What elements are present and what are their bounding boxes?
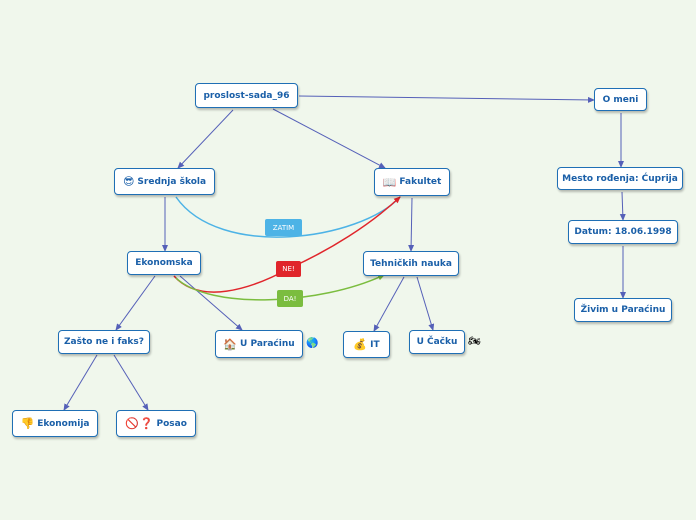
edge-ekonomska-paracin <box>179 275 243 331</box>
node-srednja-label: Srednja škola <box>137 176 207 187</box>
node-ekonomska[interactable]: Ekonomska <box>127 251 201 275</box>
node-root-label: proslost-sada_96 <box>203 90 290 101</box>
globe-icon: 🌎 <box>306 338 319 349</box>
edge-root-omeni <box>298 95 595 103</box>
edge-tehnickih-it <box>373 276 405 332</box>
node-datum-label: Datum: 18.06.1998 <box>574 227 672 237</box>
node-posao-label: Posao <box>156 418 187 429</box>
question-icon: ❓ <box>139 417 154 430</box>
edge-mesto-datum <box>619 191 626 221</box>
edge-zasto-ekonomija <box>63 354 98 411</box>
edge-fakultet-tehnickih <box>408 197 415 252</box>
node-fakultet-label: Fakultet <box>399 177 442 187</box>
node-o-meni-label: O meni <box>602 94 639 105</box>
node-posao[interactable]: 🚫 ❓ Posao <box>116 410 196 437</box>
money-bag-icon: 💰 <box>353 338 368 351</box>
relation-da-label[interactable]: DA! <box>277 290 303 307</box>
node-u-cacku-label: U Čačku <box>416 337 458 347</box>
node-ekonomija-label: Ekonomija <box>37 418 90 429</box>
motorcycle-icon: 🏍 <box>468 336 481 347</box>
relation-ne-label[interactable]: NE! <box>276 261 301 277</box>
edge-tehnickih-cacak <box>416 276 435 331</box>
node-ekonomska-label: Ekonomska <box>135 258 193 268</box>
house-icon: 🏠 <box>223 337 238 351</box>
thumbs-down-icon: 👎 <box>20 417 35 430</box>
node-it[interactable]: 💰 IT <box>343 331 390 358</box>
node-ekonomija[interactable]: 👎 Ekonomija <box>12 410 98 437</box>
node-tehnickih-label: Tehničkih nauka <box>370 258 452 269</box>
node-tehnickih-nauka[interactable]: Tehničkih nauka <box>363 251 459 276</box>
node-zasto-ne-i-faks[interactable]: Zašto ne i faks? <box>58 330 150 354</box>
node-it-label: IT <box>370 339 380 350</box>
node-u-paracinu-label: U Paraćinu <box>240 339 295 349</box>
node-zivim-label: Živim u Paraćinu <box>580 305 666 315</box>
node-o-meni[interactable]: O meni <box>594 88 647 111</box>
node-fakultet[interactable]: 📖 Fakultet <box>374 168 450 196</box>
edge-root-srednja <box>177 109 234 169</box>
node-srednja-skola[interactable]: 😎 Srednja škola <box>114 168 215 195</box>
node-mesto-label: Mesto rođenja: Ćuprija <box>562 173 678 184</box>
relation-da-line <box>175 274 385 301</box>
prohibited-icon: 🚫 <box>125 417 139 430</box>
node-u-cacku[interactable]: U Čačku <box>409 330 465 354</box>
node-root[interactable]: proslost-sada_96 <box>195 83 298 108</box>
node-u-paracinu[interactable]: 🏠 U Paraćinu <box>215 330 303 358</box>
node-zivim[interactable]: Živim u Paraćinu <box>574 298 672 322</box>
node-mesto-rodjenja[interactable]: Mesto rođenja: Ćuprija <box>557 167 683 190</box>
relation-zatim-line <box>175 196 401 238</box>
book-icon: 📖 <box>382 175 397 189</box>
edge-ekonomska-zasto <box>115 275 156 331</box>
node-datum[interactable]: Datum: 18.06.1998 <box>568 220 678 244</box>
sunglasses-icon: 😎 <box>122 175 135 188</box>
relation-ne-line <box>173 196 401 293</box>
edge-zasto-posao <box>113 354 149 411</box>
edge-root-fakultet <box>272 108 386 169</box>
relation-zatim-label[interactable]: ZATIM <box>265 219 302 236</box>
node-zasto-label: Zašto ne i faks? <box>64 337 144 347</box>
